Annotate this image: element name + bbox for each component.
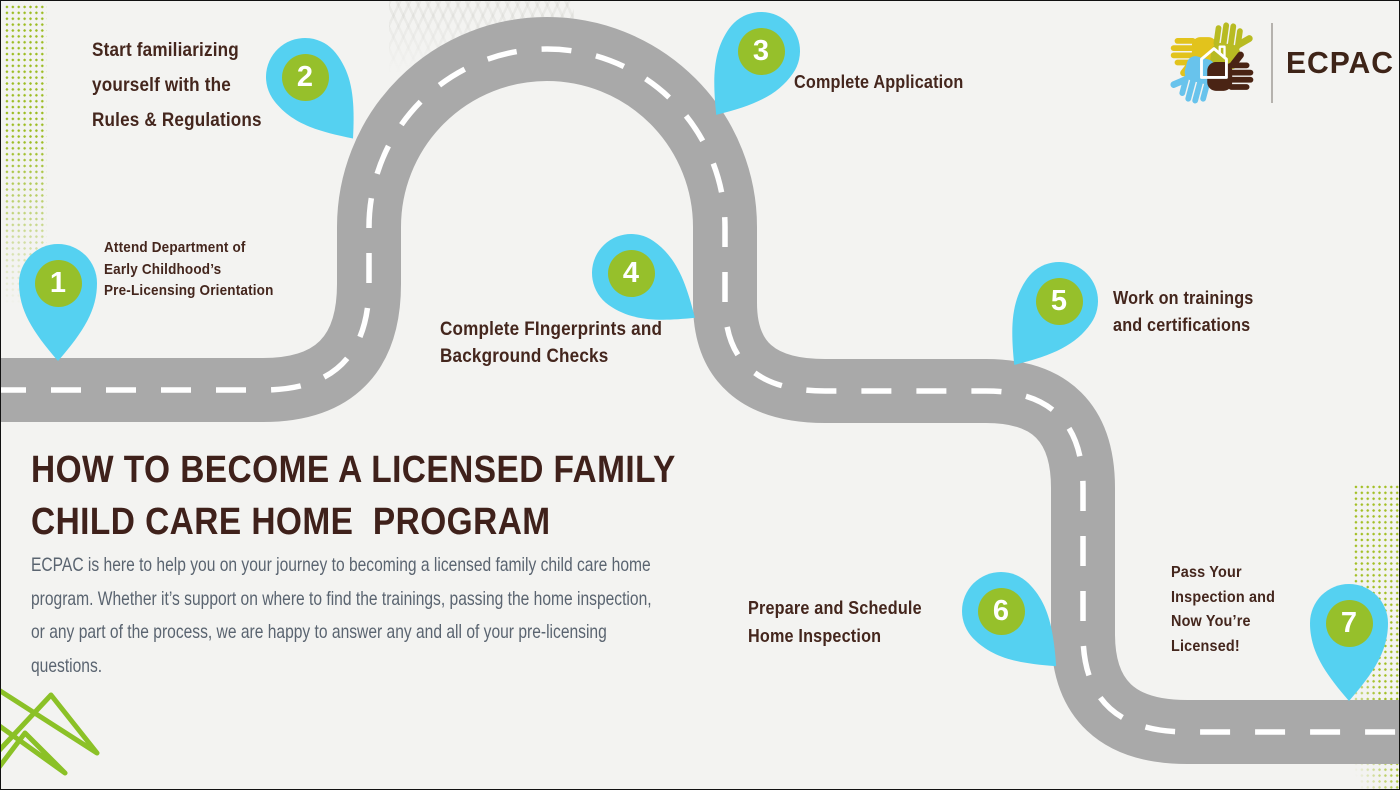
logo-divider	[1271, 23, 1273, 103]
step-2-pin: 2	[255, 27, 355, 207]
green-squiggle-icon	[1, 688, 100, 776]
step-1-label: Attend Department of Early Childhood’s P…	[104, 239, 274, 299]
step-1-pin: 1	[8, 233, 108, 413]
step-2-label: Start familiarizing yourself with the Ru…	[92, 40, 262, 131]
step-6-label: Prepare and Schedule Home Inspection	[748, 598, 922, 646]
step-number-badge: 1	[34, 259, 82, 307]
logo-wordmark: ECPAC	[1286, 45, 1394, 80]
intro-paragraph: ECPAC is here to help you on your journe…	[31, 554, 652, 677]
ecpac-hands-house-logo-icon	[1165, 20, 1256, 107]
step-3-pin: 3	[711, 1, 811, 181]
step-3-label: Complete Application	[794, 72, 964, 92]
road-center-line	[1, 46, 1399, 735]
step-number-badge: 2	[281, 53, 329, 101]
house-icon	[1200, 45, 1228, 79]
step-4-pin: 4	[581, 223, 695, 403]
step-7-pin: 7	[1299, 573, 1399, 753]
step-number-badge: 5	[1035, 277, 1083, 325]
step-7-label: Pass Your Inspection and Now You’re Lice…	[1171, 564, 1276, 655]
page-title-line-1: HOW TO BECOME A LICENSED FAMILY	[31, 449, 676, 491]
step-number-badge: 4	[607, 249, 655, 297]
step-number-badge: 6	[977, 587, 1025, 635]
page-title-line-2: CHILD CARE HOME PROGRAM	[31, 501, 551, 543]
step-number-badge: 7	[1325, 599, 1373, 647]
page-title: HOW TO BECOME A LICENSED FAMILY CHILD CA…	[31, 444, 676, 548]
ecpac-logo: ECPAC	[1163, 15, 1397, 111]
step-5-label: Work on trainings and certifications	[1113, 288, 1254, 335]
step-4-label: Complete FIngerprints and Background Che…	[440, 319, 663, 367]
step-6-pin: 6	[951, 561, 1057, 741]
step-number-badge: 3	[737, 27, 785, 75]
step-5-pin: 5	[1009, 251, 1109, 431]
